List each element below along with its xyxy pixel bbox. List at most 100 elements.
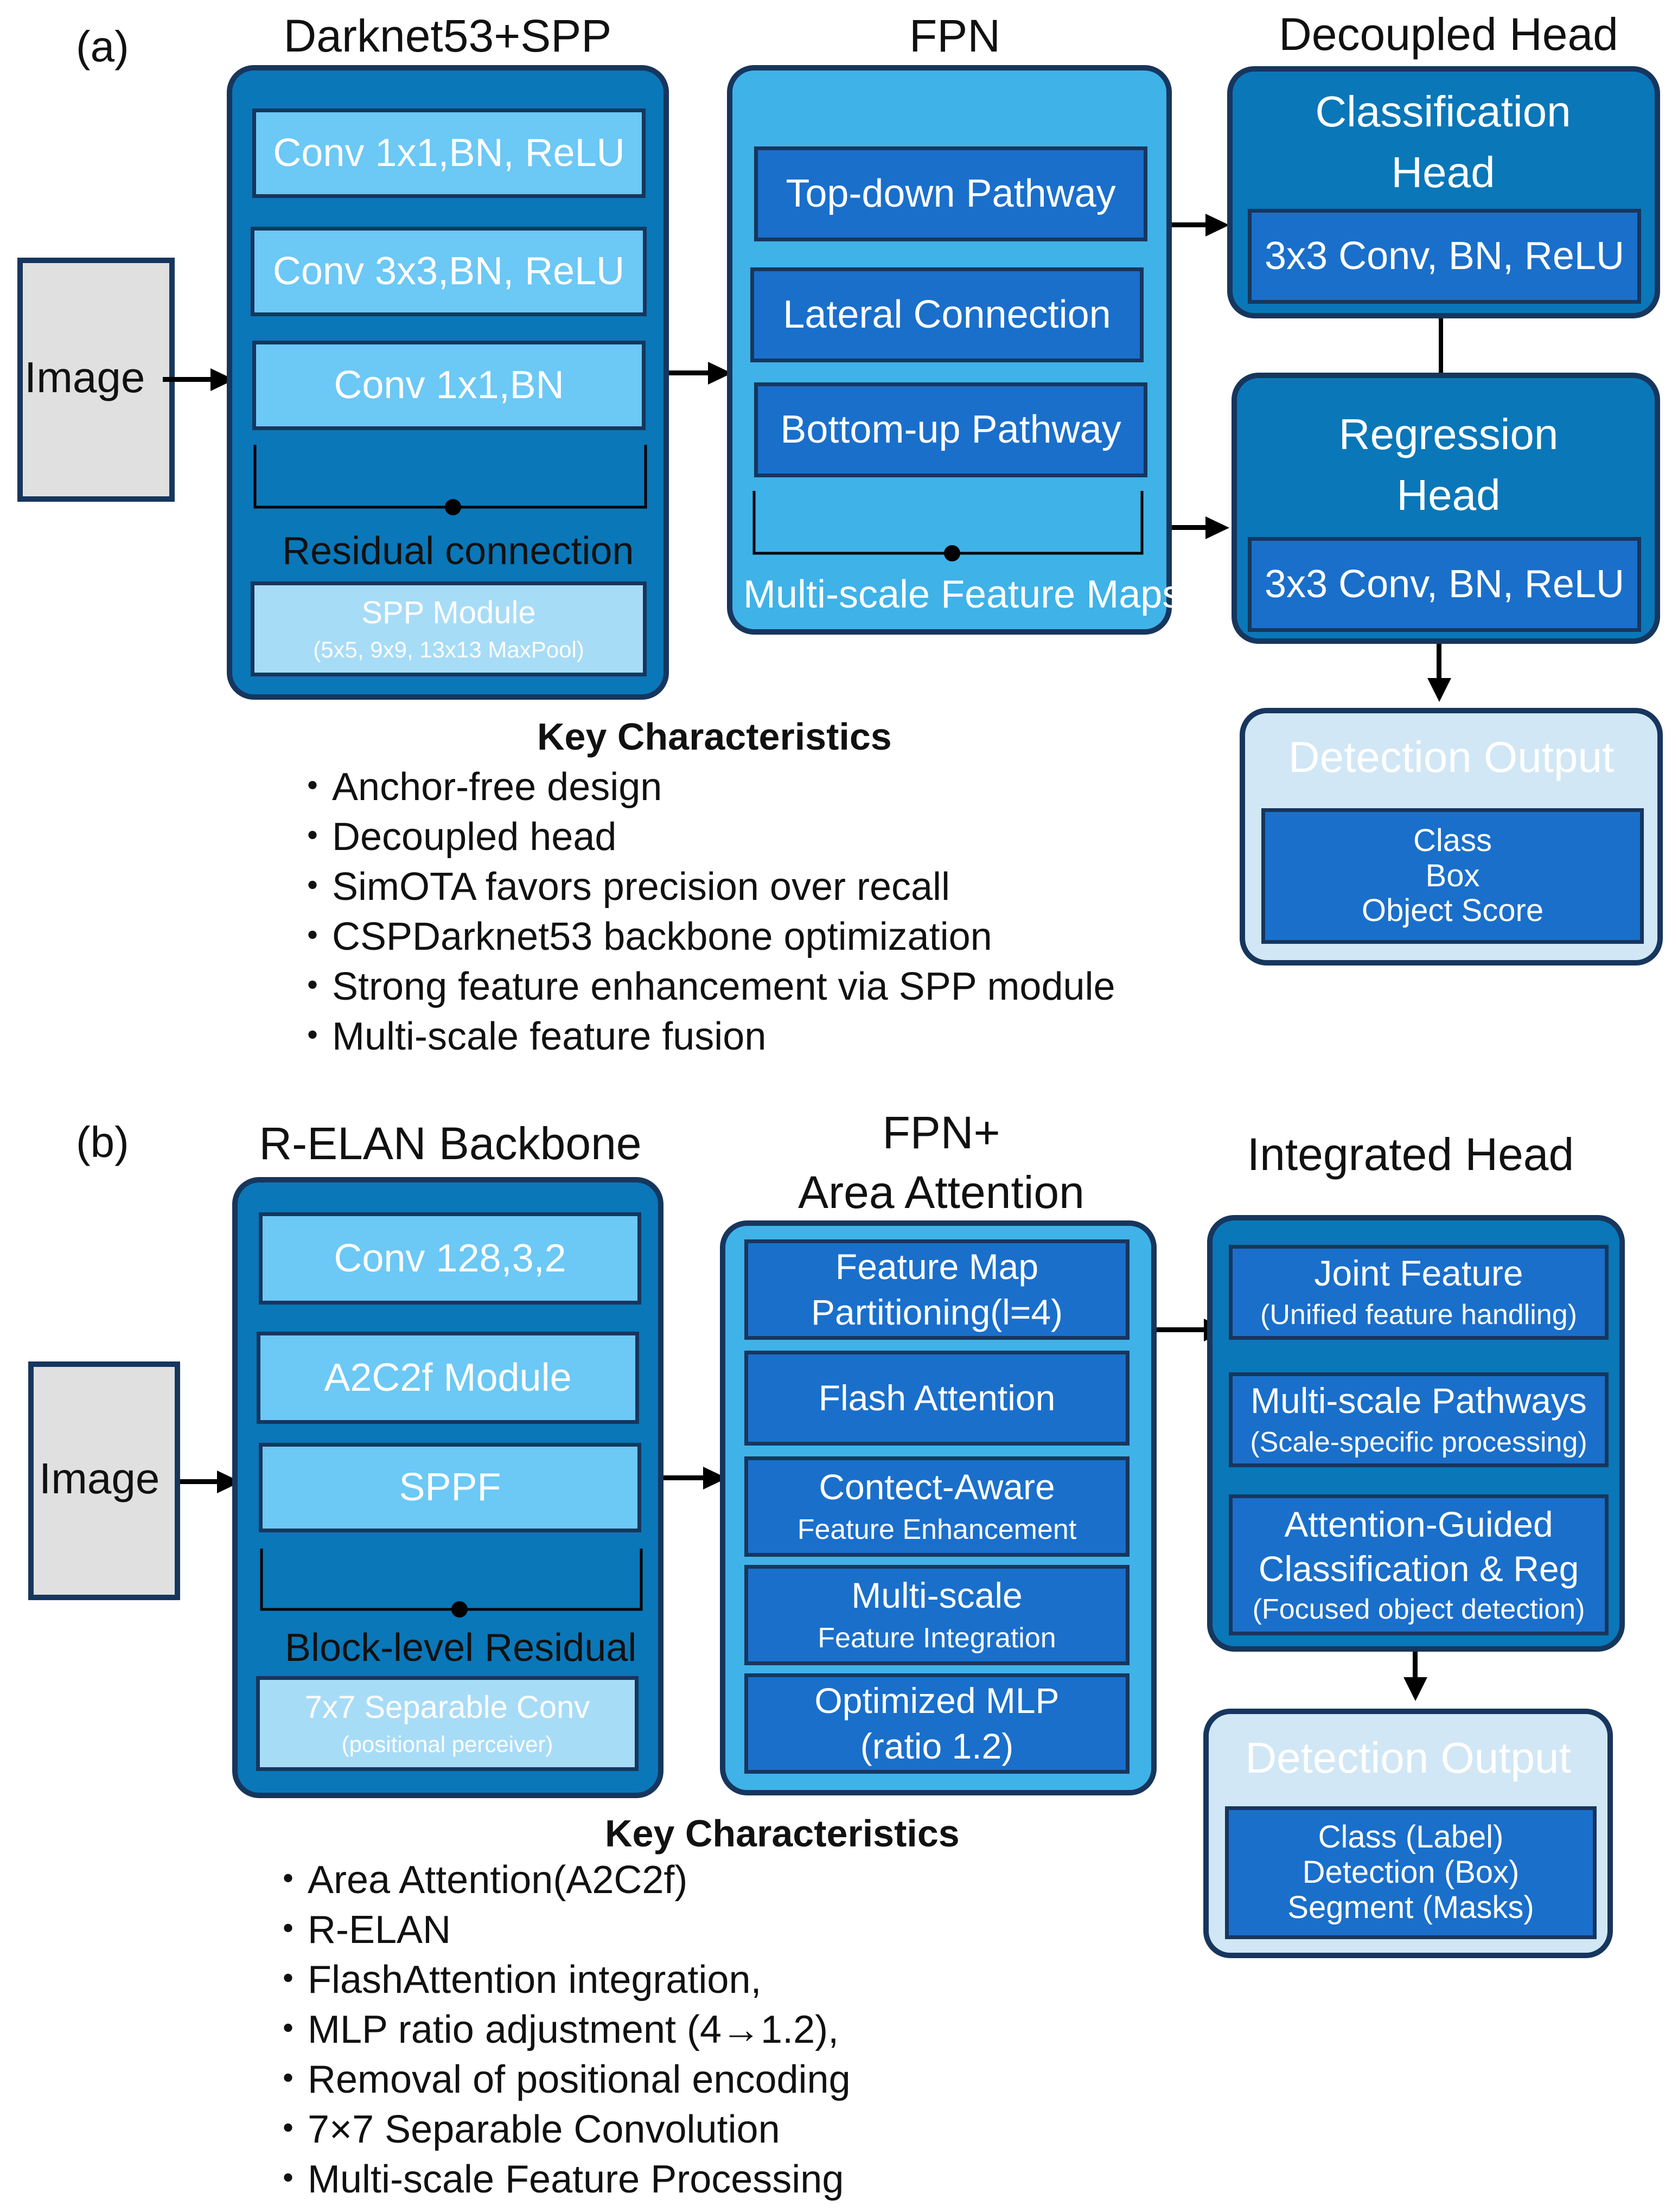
fpn-b-block-5-sub: (ratio 1.2)	[860, 1725, 1014, 1766]
characteristic-b-2: ・R-ELAN	[269, 1908, 451, 1952]
characteristic-b-6: ・7×7 Separable Convolution	[269, 2108, 780, 2151]
fpn-b-block-4-main: Multi-scale	[851, 1575, 1023, 1616]
head-b-block-3-sub: (Focused object detection)	[1252, 1593, 1585, 1625]
arrowhead-a-3	[1205, 214, 1229, 236]
residual-a-label: Residual connection	[282, 529, 634, 573]
fpn-b-block-4: Multi-scale Feature Integration	[744, 1565, 1130, 1665]
fpn-a-bracket	[752, 491, 1144, 561]
detection-output-b-title: Detection Output	[1245, 1734, 1571, 1782]
residual-bracket-a	[253, 445, 647, 515]
regression-head-conv: 3x3 Conv, BN, ReLU	[1248, 537, 1641, 632]
classification-head-title: Classification Head	[1315, 87, 1571, 196]
head-b-block-2-main: Multi-scale Pathways	[1250, 1380, 1587, 1421]
spp-module-sub: (5x5, 9x9, 13x13 MaxPool)	[313, 637, 584, 663]
arrow-a-fpn-cls	[1172, 222, 1210, 227]
panel-b-image-label: Image	[39, 1454, 160, 1503]
panel-a-backbone-title: Darknet53+SPP	[283, 10, 612, 61]
residual-b-label: Block-level Residual	[285, 1626, 637, 1670]
arrow-a-fpn-reg	[1172, 525, 1210, 530]
head-b-block-1-sub: (Unified feature handling)	[1260, 1299, 1577, 1331]
output-a-line-2: Box	[1425, 858, 1480, 893]
arrowhead-a-2	[708, 362, 732, 385]
arrow-a-backbone-fpn	[669, 370, 712, 375]
arrowhead-b-4	[1403, 1677, 1427, 1701]
panel-a-head-title: Decoupled Head	[1279, 9, 1618, 60]
fpn-a-footer: Multi-scale Feature Maps	[743, 573, 1182, 616]
characteristic-a-6: ・Multi-scale feature fusion	[293, 1015, 767, 1058]
regression-head-title: Regression Head	[1338, 410, 1559, 519]
fpn-b-block-1-main: Feature Map	[835, 1246, 1039, 1287]
characteristic-a-1: ・Anchor-free design	[293, 765, 662, 809]
panel-a-fpn-title: FPN	[909, 10, 1000, 61]
fpn-a-bottom-up: Bottom-up Pathway	[754, 382, 1147, 477]
head-b-block-3-main: Attention-Guided	[1284, 1504, 1553, 1544]
head-b-block-3-main2: Classification & Reg	[1258, 1548, 1579, 1589]
characteristic-b-7: ・Multi-scale Feature Processing	[269, 2158, 844, 2201]
residual-bracket-b	[260, 1549, 643, 1618]
fpn-b-block-1-sub: Partitioning(l=4)	[811, 1292, 1063, 1332]
spp-module-box: SPP Module (5x5, 9x9, 13x13 MaxPool)	[251, 581, 647, 676]
head-b-block-1: Joint Feature (Unified feature handling)	[1229, 1245, 1609, 1340]
characteristic-a-3: ・SimOTA favors precision over recall	[293, 865, 950, 909]
panel-a-image-label: Image	[24, 353, 145, 401]
characteristics-a-list: ・Anchor-free design ・Decoupled head ・Sim…	[293, 762, 1115, 1062]
panel-a-letter: (a)	[76, 22, 129, 71]
separable-conv-sub: (positional perceiver)	[341, 1731, 553, 1757]
arrowhead-a-4	[1205, 516, 1229, 539]
head-b-block-2-sub: (Scale-specific processing)	[1250, 1427, 1587, 1459]
head-b-block-3: Attention-Guided Classification & Reg (F…	[1229, 1494, 1609, 1635]
characteristics-a-heading: Key Characteristics	[537, 715, 892, 758]
panel-b-fpn-title-2: Area Attention	[798, 1167, 1084, 1218]
arrowhead-b-2	[703, 1467, 727, 1489]
panel-b-fpn-title-1: FPN+	[882, 1107, 1000, 1158]
fpn-a-top-down: Top-down Pathway	[754, 146, 1147, 241]
panel-b-backbone-title: R-ELAN Backbone	[259, 1118, 642, 1169]
fpn-b-block-3: Contect-Aware Feature Enhancement	[744, 1456, 1130, 1557]
characteristic-b-5: ・Removal of positional encoding	[269, 2058, 851, 2101]
characteristic-a-2: ・Decoupled head	[293, 815, 617, 859]
output-b-line-3: Segment (Masks)	[1287, 1889, 1534, 1925]
backbone-a-block-3: Conv 1x1,BN	[252, 341, 646, 430]
characteristic-a-5: ・Strong feature enhancement via SPP modu…	[293, 965, 1115, 1008]
characteristic-a-4: ・CSPDarknet53 backbone optimization	[293, 915, 992, 958]
fpn-b-block-2-main: Flash Attention	[818, 1377, 1056, 1418]
arrow-a-image-backbone	[163, 377, 214, 382]
output-b-line-2: Detection (Box)	[1302, 1855, 1520, 1890]
separable-conv-box: 7x7 Separable Conv (positional perceiver…	[256, 1676, 639, 1771]
backbone-a-block-2: Conv 3x3,BN, ReLU	[251, 227, 647, 316]
backbone-b-block-3: SPPF	[259, 1443, 641, 1532]
output-a-line-1: Class	[1413, 822, 1492, 858]
arrow-b-head-output	[1413, 1652, 1418, 1682]
arrow-b-fpn-head	[1157, 1327, 1208, 1332]
characteristics-b-list: ・Area Attention(A2C2f) ・R-ELAN ・FlashAtt…	[269, 1855, 851, 2204]
fpn-b-block-5: Optimized MLP (ratio 1.2)	[744, 1673, 1130, 1774]
separable-conv-title: 7x7 Separable Conv	[304, 1689, 590, 1725]
characteristics-b-heading: Key Characteristics	[605, 1812, 960, 1855]
backbone-b-block-1: Conv 128,3,2	[259, 1212, 641, 1305]
head-b-block-2: Multi-scale Pathways (Scale-specific pro…	[1229, 1372, 1609, 1467]
output-a-line-3: Object Score	[1361, 893, 1544, 929]
characteristic-b-1: ・Area Attention(A2C2f)	[269, 1858, 688, 1902]
output-b-line-1: Class (Label)	[1318, 1819, 1504, 1855]
panel-b-image-box	[28, 1361, 180, 1600]
fpn-b-block-3-main: Contect-Aware	[819, 1467, 1055, 1507]
fpn-b-block-2: Flash Attention	[744, 1351, 1130, 1446]
connector-cls-reg	[1439, 318, 1443, 373]
characteristic-b-3: ・FlashAttention integration,	[269, 1958, 762, 2002]
detection-output-a-title: Detection Output	[1288, 733, 1615, 781]
characteristic-b-4: ・MLP ratio adjustment (4→1.2),	[269, 2008, 839, 2051]
classification-head-conv: 3x3 Conv, BN, ReLU	[1248, 209, 1641, 304]
arrow-b-image-backbone	[180, 1479, 221, 1484]
arrowhead-b-1	[217, 1471, 241, 1493]
arrow-a-head-output	[1437, 644, 1441, 682]
panel-a-image-box	[17, 258, 175, 502]
panel-b-head-title: Integrated Head	[1247, 1129, 1574, 1180]
backbone-b-block-2: A2C2f Module	[257, 1332, 639, 1424]
arrowhead-a-1	[210, 368, 234, 391]
fpn-b-block-5-main: Optimized MLP	[814, 1680, 1060, 1721]
arrow-b-backbone-fpn	[663, 1475, 707, 1480]
fpn-b-block-3-sub: Feature Enhancement	[797, 1514, 1077, 1546]
fpn-a-lateral: Lateral Connection	[750, 267, 1144, 362]
detection-output-a-list: Class Box Object Score	[1261, 808, 1644, 944]
